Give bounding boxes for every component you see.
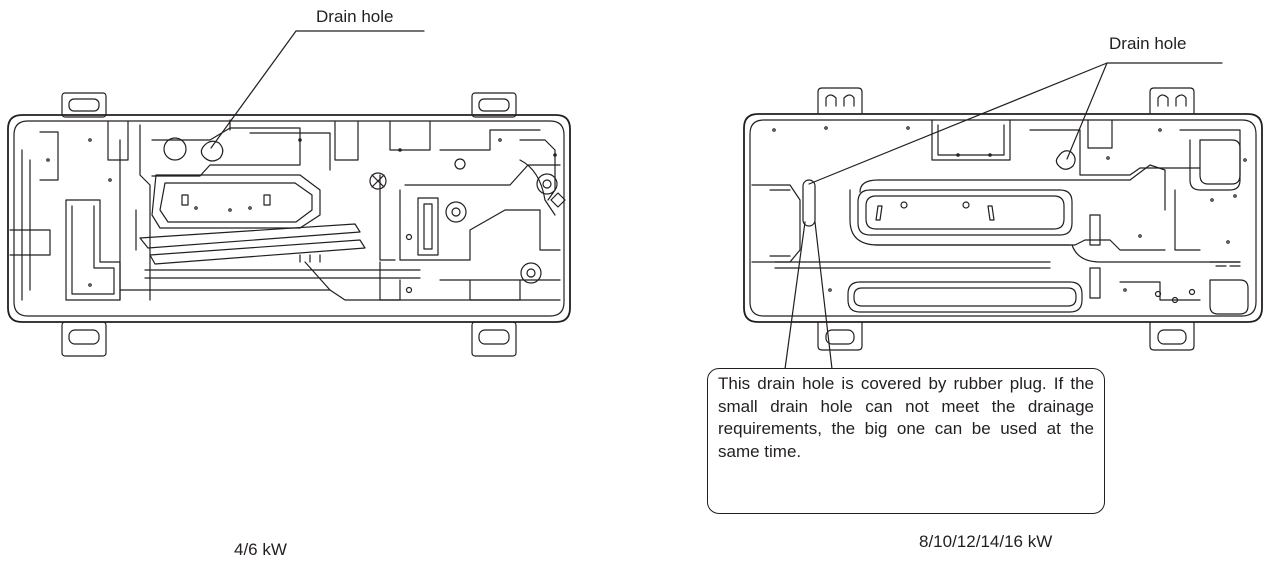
rubber-plug-note-text: This drain hole is covered by rubber plu… bbox=[718, 374, 1094, 461]
right-drain-hole-big bbox=[802, 179, 816, 227]
left-drain-hole bbox=[200, 140, 224, 162]
right-unit-body bbox=[743, 113, 1263, 323]
right-plug-panel bbox=[857, 189, 1073, 236]
right-drain-leader bbox=[808, 62, 1223, 185]
left-unit-caption: 4/6 kW bbox=[234, 540, 287, 559]
rubber-plug-note-box: This drain hole is covered by rubber plu… bbox=[707, 368, 1105, 514]
left-drain-leader bbox=[210, 30, 425, 149]
left-unit-drawing bbox=[7, 92, 571, 357]
right-mounting-tabs bbox=[817, 87, 1195, 351]
right-drain-hole-small bbox=[1055, 150, 1076, 170]
right-unit-drawing bbox=[743, 87, 1263, 351]
right-unit-caption: 8/10/12/14/16 kW bbox=[919, 532, 1053, 551]
right-note-leaders bbox=[784, 221, 833, 370]
left-drain-hole-label: Drain hole bbox=[316, 7, 394, 26]
right-drain-hole-label: Drain hole bbox=[1109, 34, 1187, 53]
left-unit-body bbox=[7, 114, 571, 323]
